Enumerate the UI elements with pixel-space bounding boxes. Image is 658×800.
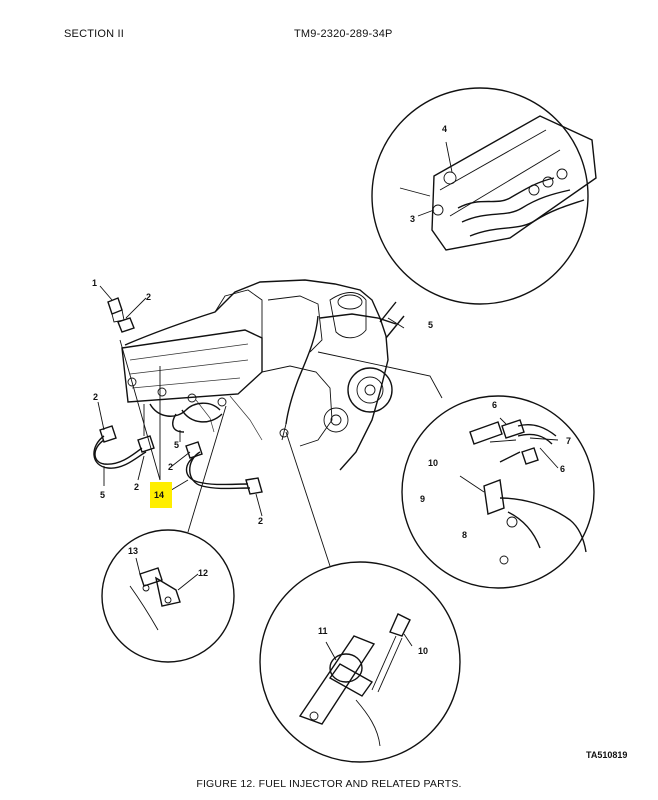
- callout-9: 9: [420, 494, 425, 504]
- detail-circle-head: [371, 87, 597, 339]
- callout-labels: 1 2 2 2 2 2 3 4 5 5 5 6 6 7 8 9 10 10 11…: [92, 124, 571, 656]
- callout-10-bottom: 10: [418, 646, 428, 656]
- callout-5-right: 5: [428, 320, 433, 330]
- injector-parts-left: [93, 297, 263, 495]
- callout-8: 8: [462, 530, 467, 540]
- detail-circle-bracket: [259, 431, 461, 763]
- callout-7: 7: [566, 436, 571, 446]
- manual-number: TM9-2320-289-34P: [294, 28, 393, 40]
- highlight-box: [150, 482, 172, 508]
- callout-4: 4: [442, 124, 447, 134]
- callout-5-left: 5: [100, 490, 105, 500]
- callout-13: 13: [128, 546, 138, 556]
- callout-1: 1: [92, 278, 97, 288]
- figure-caption: FIGURE 12. FUEL INJECTOR AND RELATED PAR…: [196, 778, 462, 790]
- engine-assembly: [121, 279, 405, 471]
- callout-2-left: 2: [93, 392, 98, 402]
- callout-6-top: 6: [492, 400, 497, 410]
- detail-circle-injector: [101, 405, 235, 663]
- section-label: SECTION II: [64, 28, 125, 40]
- callout-2-top: 2: [146, 292, 151, 302]
- ta-reference: TA510819: [586, 750, 628, 760]
- callout-5-center: 5: [174, 440, 179, 450]
- callout-6-bottom: 6: [560, 464, 565, 474]
- callout-3: 3: [410, 214, 415, 224]
- callout-12: 12: [198, 568, 208, 578]
- callout-2-bottom: 2: [258, 516, 263, 526]
- callout-2-mid: 2: [134, 482, 139, 492]
- leader-lines-left: [97, 285, 263, 517]
- callout-14: 14: [154, 490, 164, 500]
- detail-circle-fuel-line: [317, 351, 595, 589]
- callout-11: 11: [318, 626, 328, 636]
- callout-2-center: 2: [168, 462, 173, 472]
- callout-10-right: 10: [428, 458, 438, 468]
